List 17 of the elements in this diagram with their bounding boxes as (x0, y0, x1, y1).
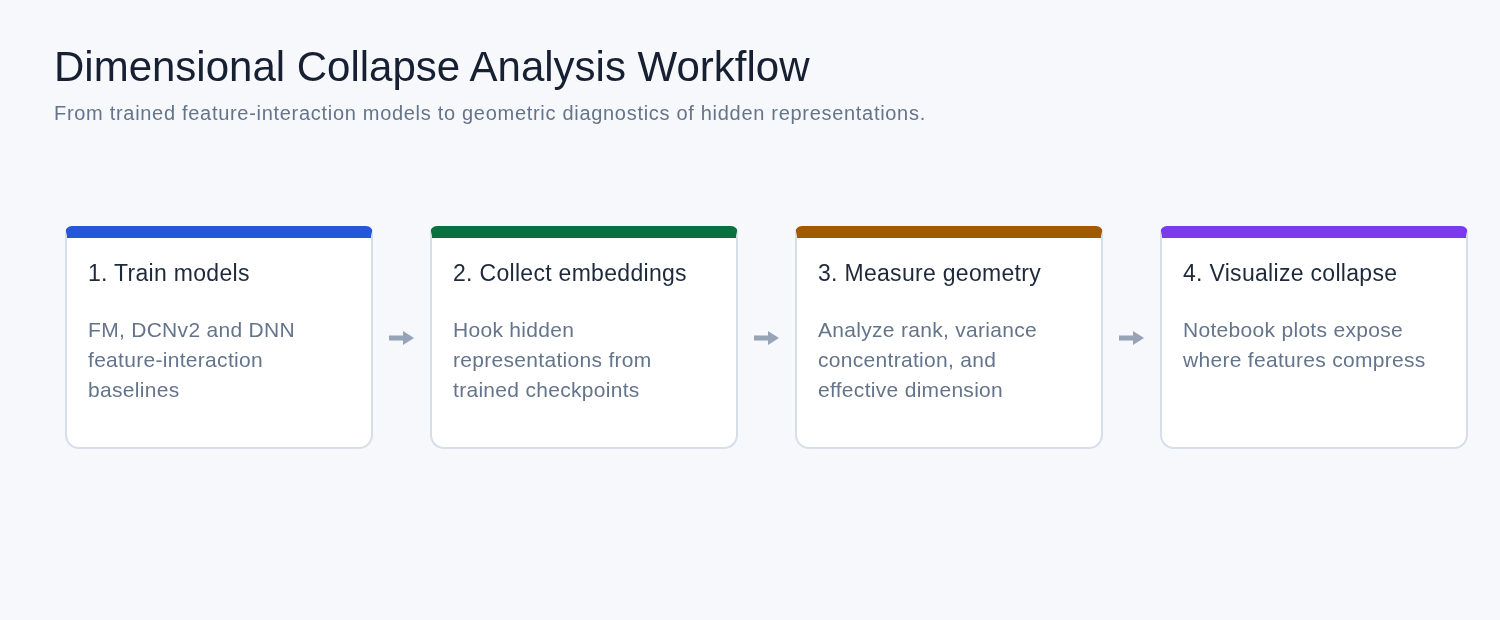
step-description: Analyze rank, variance concentration, and effective dimension (818, 317, 1039, 403)
step-card (795, 226, 1103, 449)
step-title: 3. Measure geometry (818, 259, 1043, 287)
arrow (389, 331, 414, 345)
step-title: 2. Collect embeddings (453, 259, 688, 287)
arrow (1119, 331, 1144, 345)
step-title: 1. Train models (88, 259, 251, 287)
step-title: 4. Visualize collapse (1183, 259, 1399, 287)
arrow (754, 331, 779, 345)
step-card (65, 226, 373, 449)
step-description: Hook hidden representations from trained checkpoints (453, 317, 653, 403)
step-description: FM, DCNv2 and DNN feature-interaction baselines (88, 317, 296, 403)
step-description: Notebook plots expose where features compress (1183, 317, 1427, 373)
diagram-subtitle: From trained feature-interaction models to geometric diagnostics of hidden representations. (54, 101, 926, 125)
step-card (430, 226, 738, 449)
step-card (1160, 226, 1468, 449)
diagram-title: Dimensional Collapse Analysis Workflow (54, 43, 810, 91)
